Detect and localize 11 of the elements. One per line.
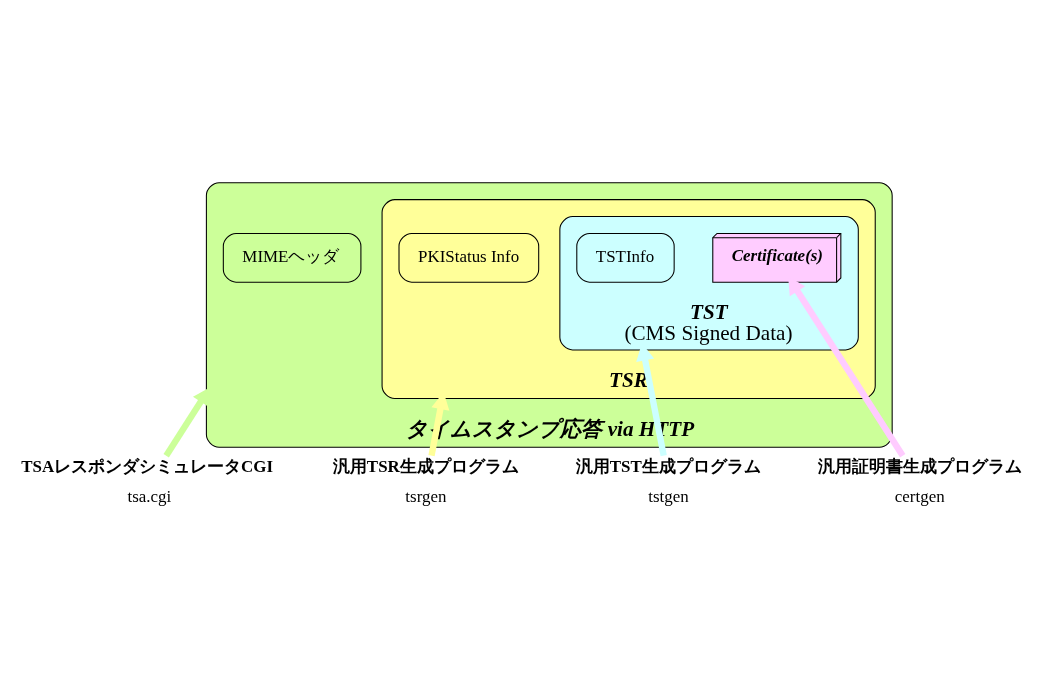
node-text: 汎用TST生成プログラム (575, 456, 761, 476)
node-text: TSAレスポンダシミュレータCGI (21, 456, 274, 476)
node-label: tstgen (648, 486, 689, 506)
node-text: 汎用TSR生成プログラム (332, 456, 519, 476)
node-text: 汎用証明書生成プログラム (817, 456, 1022, 476)
node-box: MIMEヘッダ (222, 232, 362, 283)
node-label: tsa.cgi (127, 486, 172, 506)
node-label: certgen (894, 486, 945, 506)
node-box: PKIStatus Info (398, 232, 540, 283)
node-box: TSTInfo (576, 232, 675, 283)
node-label: tsrgen (405, 486, 447, 506)
